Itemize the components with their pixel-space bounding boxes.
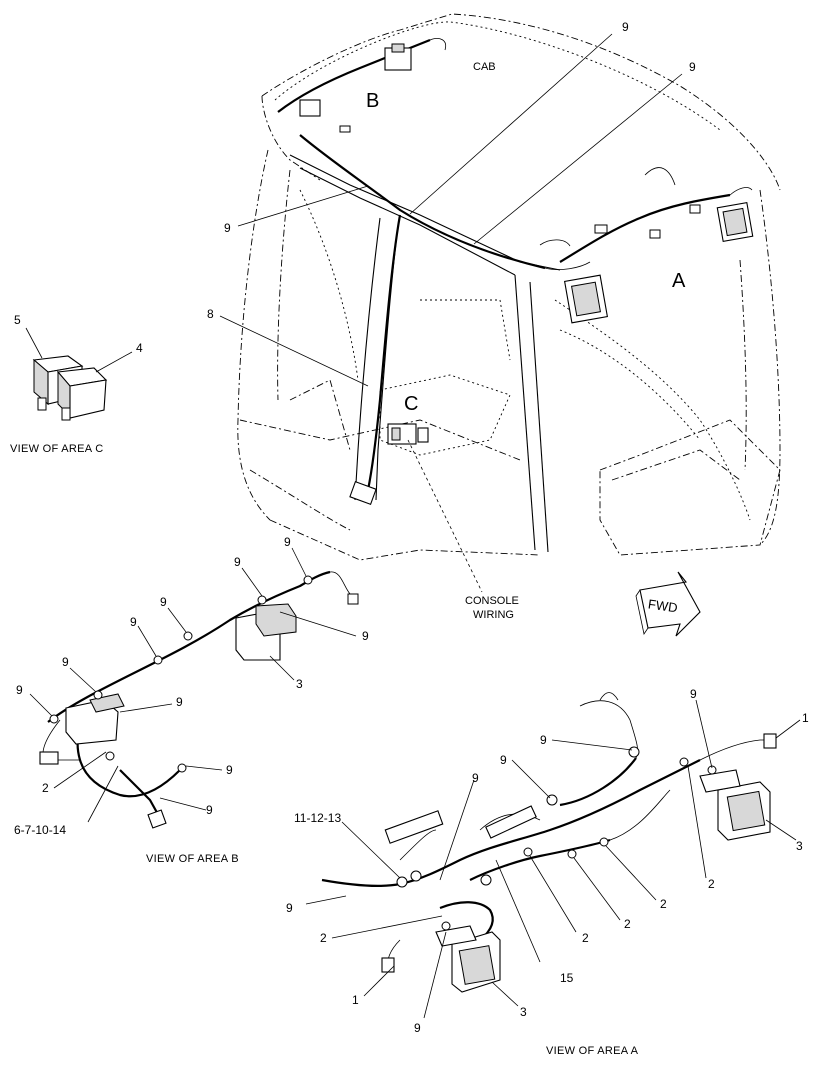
area-b-callout-6-7-10-14: 6-7-10-14 (14, 823, 66, 837)
area-a-callout-2-1: 2 (320, 931, 327, 945)
forward-arrow-icon: FWD (635, 571, 701, 637)
area-b-callout-9-8: 9 (176, 695, 183, 709)
area-b-callout-9-5: 9 (234, 555, 241, 569)
area-a-callout-9-1: 9 (540, 733, 547, 747)
area-a-callout-11-12-13: 11-12-13 (294, 811, 341, 825)
view-of-area-a-caption: VIEW OF AREA A (546, 1045, 639, 1057)
area-b-callout-9-9: 9 (226, 763, 233, 777)
area-c-callout-5: 5 (14, 313, 21, 327)
area-a-marker: A (672, 270, 686, 292)
cab-callout-8: 8 (207, 307, 214, 321)
area-a-callout-1-right: 1 (802, 711, 809, 725)
area-b-callout-9-3: 9 (130, 615, 137, 629)
area-a-callout-15: 15 (560, 971, 574, 985)
area-b-callout-9-6: 9 (284, 535, 291, 549)
console-wiring-label-line1: CONSOLE (465, 595, 519, 607)
cab-callout-9-c: 9 (224, 221, 231, 235)
area-b-callout-9-2: 9 (62, 655, 69, 669)
cab-leader-lines (219, 33, 683, 593)
fwd-label: FWD (647, 596, 678, 615)
cab-callout-9-b: 9 (689, 60, 696, 74)
area-a-callout-3-right: 3 (796, 839, 803, 853)
area-b-callout-9-10: 9 (206, 803, 213, 817)
area-a-callout-9-3: 9 (472, 771, 479, 785)
area-a-callout-1-left: 1 (352, 993, 359, 1007)
area-a-callout-2-2: 2 (582, 931, 589, 945)
console-wiring-label-line2: WIRING (473, 609, 514, 621)
area-a-callout-9-4: 9 (690, 687, 697, 701)
area-c-callout-4: 4 (136, 341, 143, 355)
area-b-harness (29, 547, 359, 829)
cab-callout-9-a: 9 (622, 20, 629, 34)
area-a-callout-9-6: 9 (414, 1021, 421, 1035)
area-a-callout-9-5: 9 (286, 901, 293, 915)
area-a-callout-9-2: 9 (500, 753, 507, 767)
cab-label: CAB (473, 61, 496, 73)
area-b-callout-9-4: 9 (160, 595, 167, 609)
area-b-marker: B (366, 90, 379, 112)
area-a-harness (305, 692, 801, 1019)
area-b-callout-9-7: 9 (362, 629, 369, 643)
area-b-callout-2: 2 (42, 781, 49, 795)
area-a-callout-2-3: 2 (624, 917, 631, 931)
cab-illustration (237, 13, 781, 561)
area-a-callout-3-left: 3 (520, 1005, 527, 1019)
area-b-callout-3: 3 (296, 677, 303, 691)
area-a-callout-2-4: 2 (660, 897, 667, 911)
area-a-callout-2-5: 2 (708, 877, 715, 891)
area-b-callout-9-1: 9 (16, 683, 23, 697)
view-of-area-c-caption: VIEW OF AREA C (10, 443, 103, 455)
area-c-marker: C (404, 393, 418, 415)
view-of-area-b-caption: VIEW OF AREA B (146, 853, 239, 865)
area-c-switches (25, 327, 133, 421)
